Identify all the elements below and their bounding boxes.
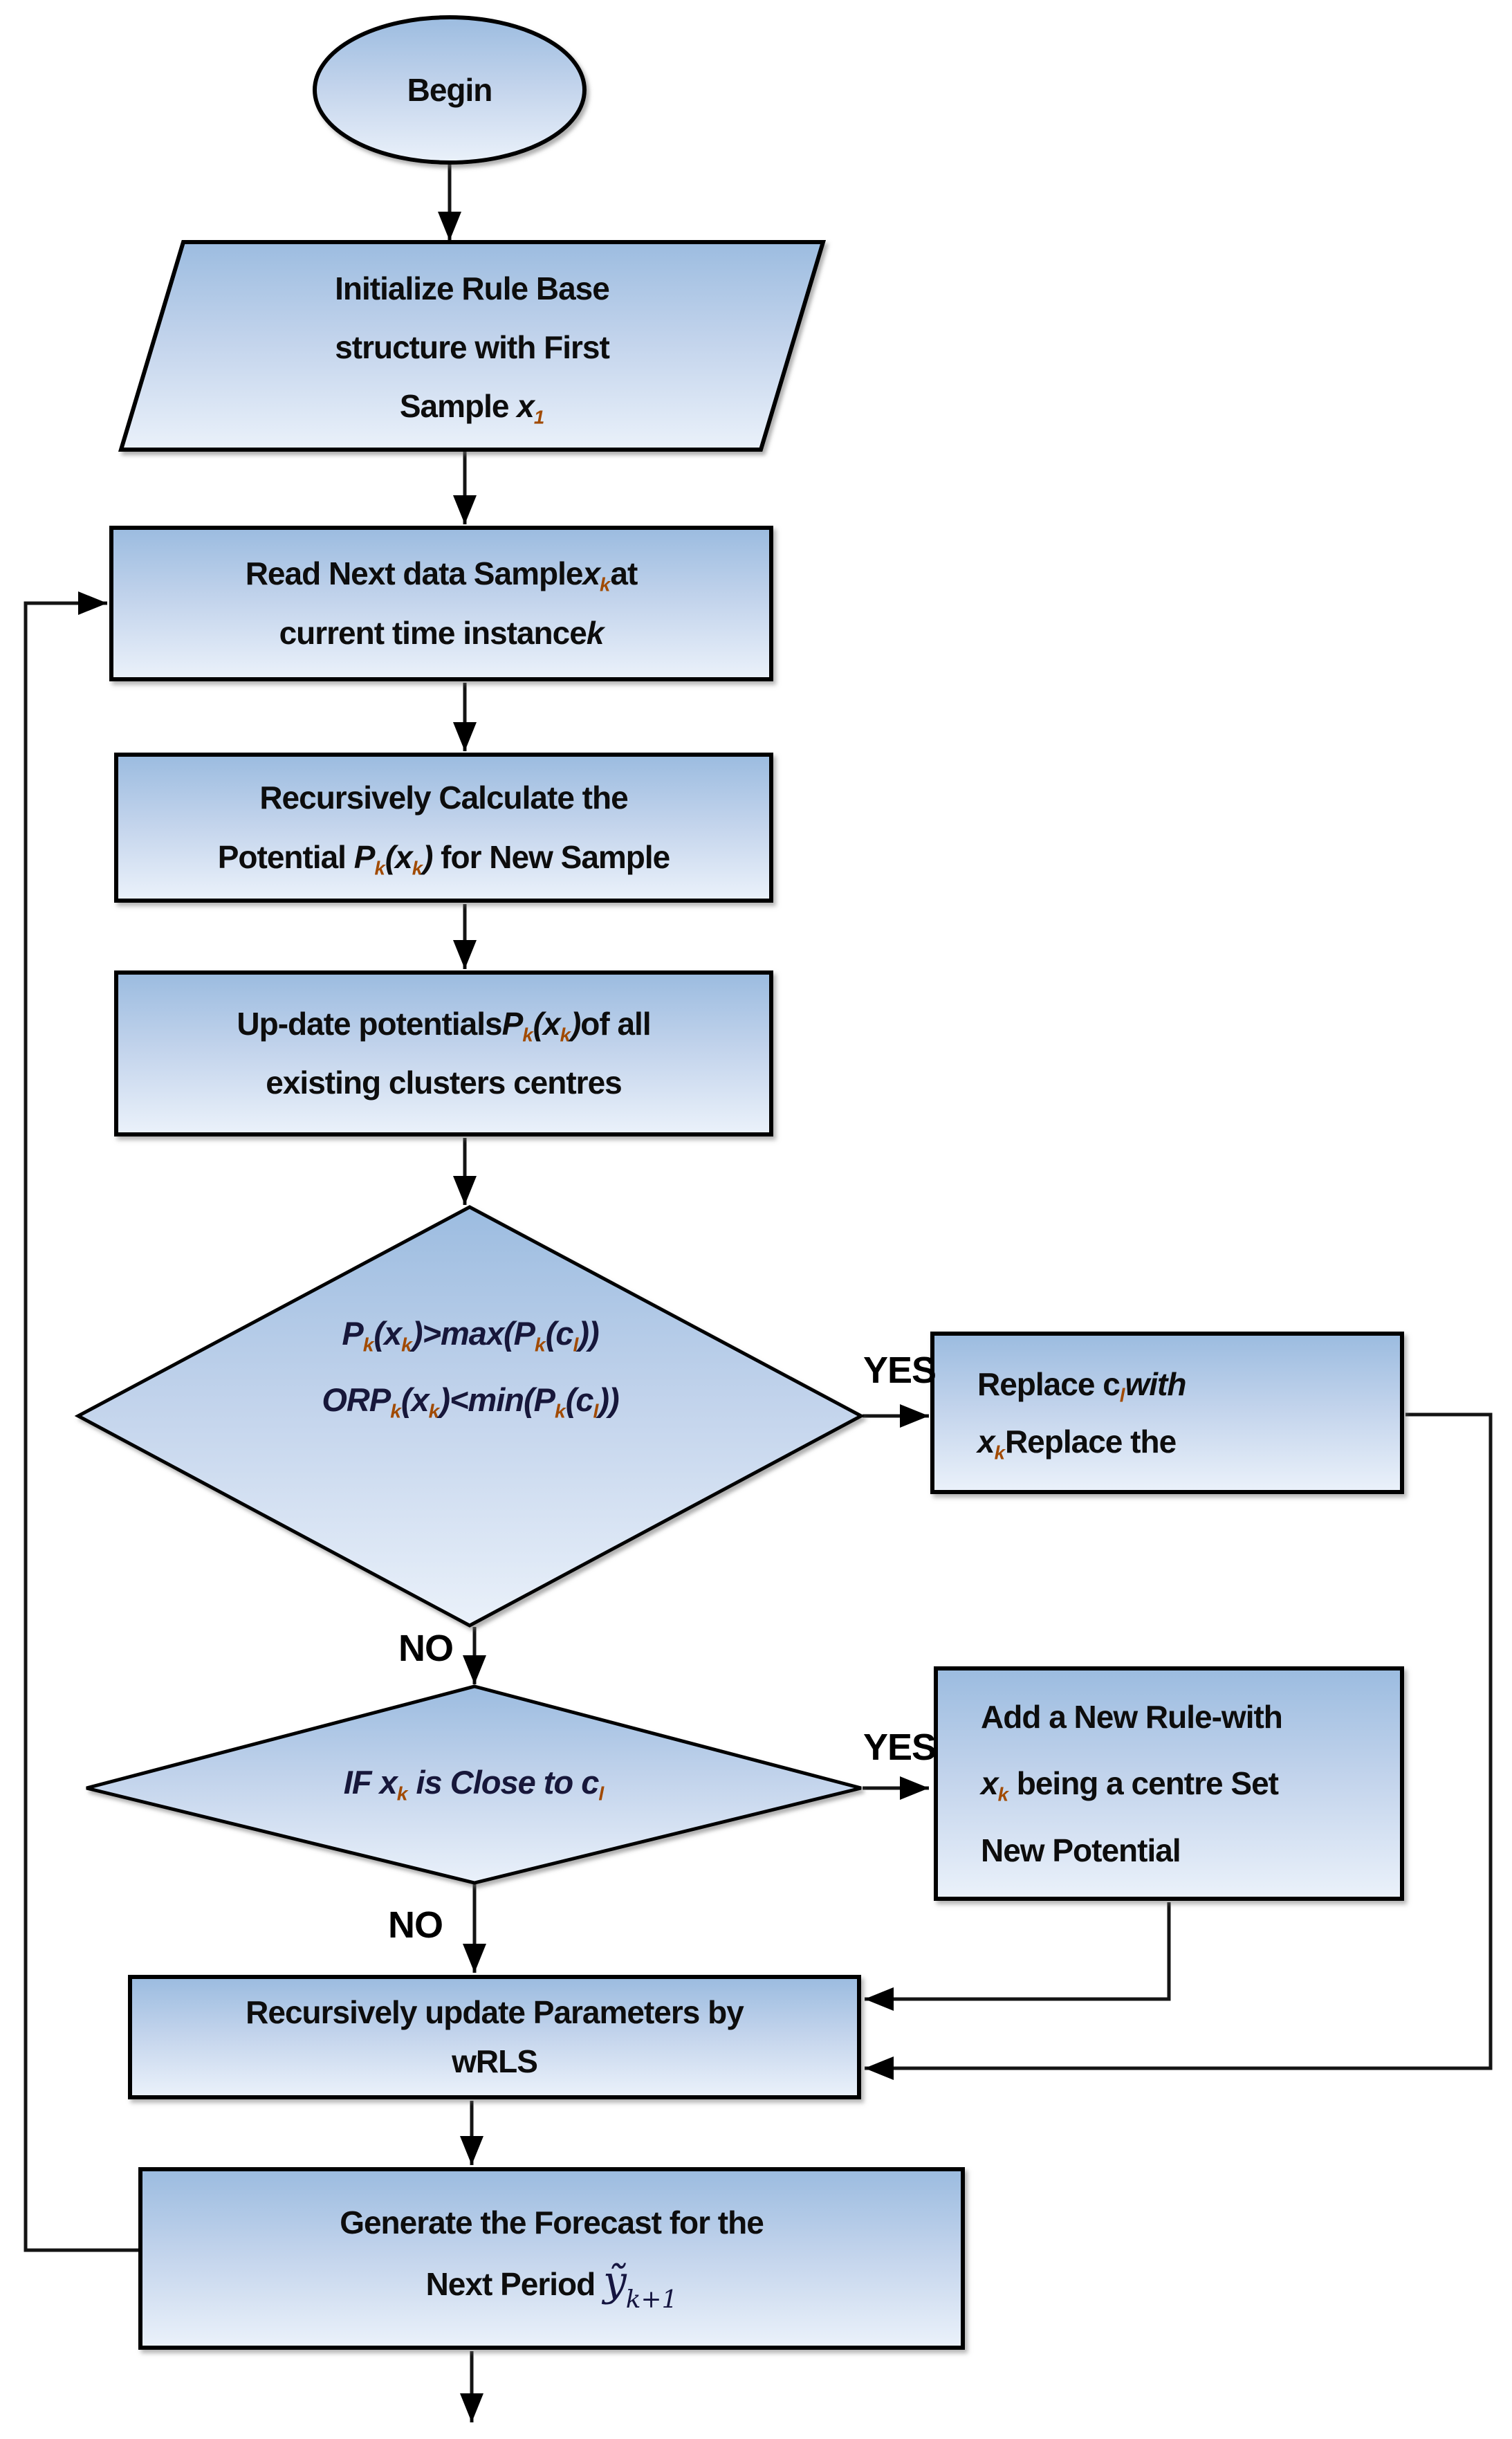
decision2-diamond-shape [86, 1684, 862, 1885]
yes-label-decision2: YES [863, 1727, 937, 1768]
no-label-decision1: NO [398, 1628, 454, 1669]
no-label-decision2: NO [388, 1904, 443, 1946]
init-parallelogram-shape [118, 240, 827, 452]
decision1-diamond-shape [74, 1205, 865, 1628]
edge-forecast-read-loop [24, 591, 138, 2252]
edge-addrule-wrls [865, 1902, 1171, 2011]
begin-terminator-shape [313, 15, 587, 165]
yes-label-decision1: YES [863, 1350, 937, 1391]
edge-replace-wrls [865, 1412, 1493, 2080]
